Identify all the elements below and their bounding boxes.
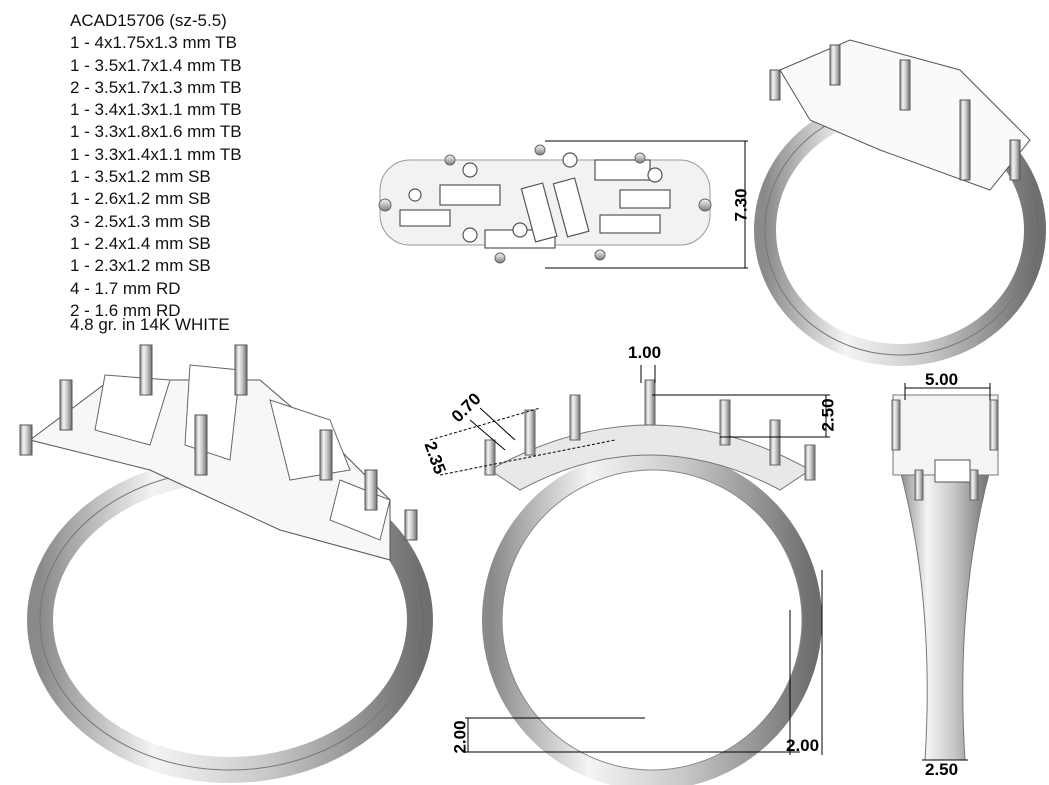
- stone-line: 1 - 3.4x1.3x1.1 mm TB: [70, 100, 242, 120]
- spec-title: ACAD15706 (sz-5.5): [70, 11, 227, 30]
- dimension-side-top: 5.00: [925, 370, 959, 389]
- stone-line: 2 - 3.5x1.7x1.3 mm TB: [70, 77, 242, 97]
- top-view-ring: [378, 140, 748, 269]
- dimension-top-width: 7.30: [731, 188, 751, 222]
- front-view-ring: [429, 365, 830, 785]
- metal-weight: 4.8 gr. in 14K WHITE: [70, 315, 230, 335]
- dimension-side-bottom: 2.50: [925, 760, 959, 779]
- perspective-view-right: [754, 39, 1046, 366]
- stone-specification-list: ACAD15706 (sz-5.5) 1 - 4x1.75x1.3 mm TB …: [70, 10, 242, 336]
- stone-line: 1 - 3.5x1.7x1.4 mm TB: [70, 55, 242, 75]
- perspective-view-left: [19, 344, 433, 783]
- stone-line: 1 - 2.6x1.2 mm SB: [70, 189, 211, 209]
- stone-line: 1 - 3.5x1.2 mm SB: [70, 167, 211, 187]
- dimension-head-gap: 1.00: [628, 343, 662, 362]
- dimension-shank-right: 2.00: [786, 736, 820, 755]
- stone-line: 1 - 2.3x1.2 mm SB: [70, 256, 211, 276]
- dimension-head-height: 2.50: [818, 398, 838, 432]
- stone-line: 1 - 3.3x1.4x1.1 mm TB: [70, 144, 242, 164]
- stone-line: 1 - 3.3x1.8x1.6 mm TB: [70, 122, 242, 142]
- side-view-ring: [891, 383, 999, 761]
- stone-line: 1 - 2.4x1.4 mm SB: [70, 233, 211, 253]
- stone-line: 3 - 2.5x1.3 mm SB: [70, 211, 211, 231]
- stone-line: 1 - 4x1.75x1.3 mm TB: [70, 33, 237, 53]
- stone-line: 4 - 1.7 mm RD: [70, 278, 181, 298]
- dimension-shank-left: 2.00: [450, 720, 470, 754]
- stone-line: 2 - 1.6 mm RD: [70, 300, 181, 320]
